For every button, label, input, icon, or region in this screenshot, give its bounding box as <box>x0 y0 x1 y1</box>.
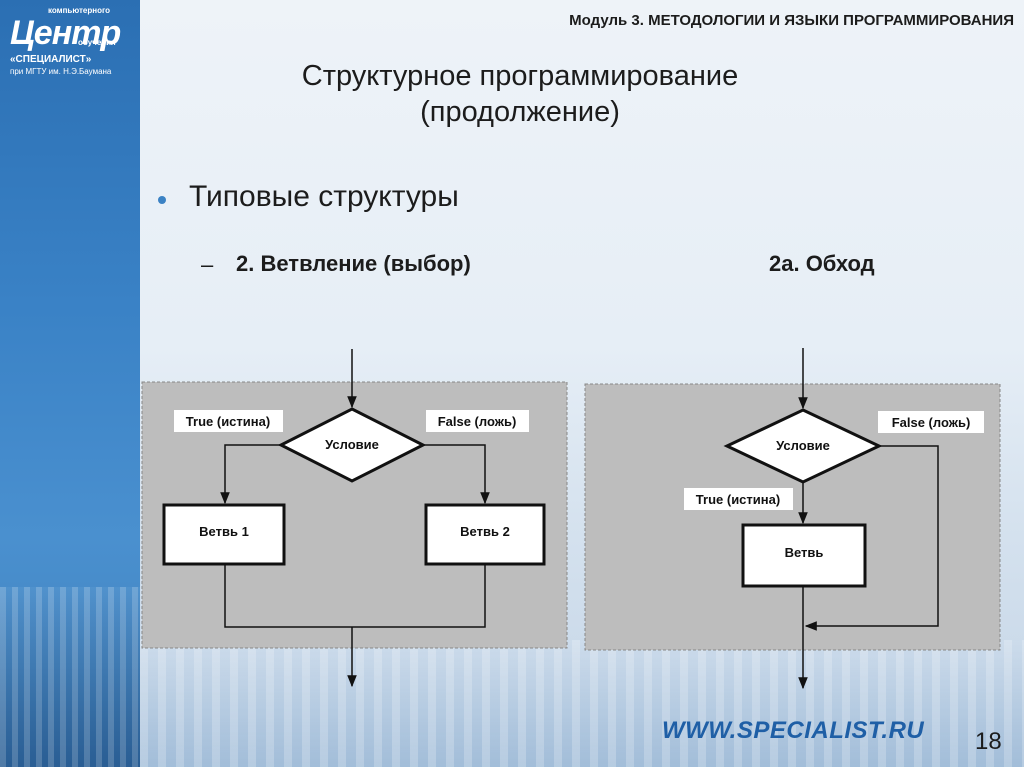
left-false-label: False (ложь) <box>438 414 517 429</box>
title-line-2: (продолжение) <box>420 96 620 128</box>
right-condition-label: Условие <box>776 438 830 453</box>
sub-bullet-dash: – <box>201 252 214 277</box>
right-false-label-box <box>878 411 984 433</box>
logo-small-mid: обучения <box>78 38 116 47</box>
right-false-label: False (ложь) <box>892 415 971 430</box>
left-true-label: True (истина) <box>186 414 270 429</box>
logo: компьютерного Центр обучения «СПЕЦИАЛИСТ… <box>8 6 134 78</box>
module-header: Модуль 3. МЕТОДОЛОГИИ И ЯЗЫКИ ПРОГРАММИР… <box>569 12 1014 29</box>
title-line-1: Структурное программирование <box>301 60 739 92</box>
logo-big-text: Центр <box>10 14 121 52</box>
slide-title: Структурное программирование (продолжени… <box>140 58 900 130</box>
website-url: WWW.SPECIALIST.RU <box>662 717 925 744</box>
left-condition-diamond <box>277 407 427 483</box>
branch-1-label: Ветвь 1 <box>199 524 249 539</box>
left-merge-line-1 <box>224 564 352 628</box>
building-image <box>0 587 140 767</box>
bullet-text: Типовые структуры <box>189 180 459 213</box>
left-sidebar-band <box>0 0 140 767</box>
bullet-dot-icon <box>158 196 166 204</box>
left-false-label-box <box>426 410 529 432</box>
logo-mgtu: при МГТУ им. Н.Э.Баумана <box>10 67 112 76</box>
subitem-branching: 2. Ветвление (выбор) <box>236 251 471 276</box>
left-true-arrow <box>220 444 281 505</box>
right-true-label: True (истина) <box>696 492 780 507</box>
left-false-arrow <box>423 444 490 505</box>
left-merge-line-2 <box>352 564 486 628</box>
right-bypass-arrow <box>804 445 939 631</box>
city-background-strip <box>140 640 1024 767</box>
branch-label: Ветвь <box>785 545 824 560</box>
left-condition-label: Условие <box>325 437 379 452</box>
branch-2-label: Ветвь 2 <box>460 524 510 539</box>
logo-small-top: компьютерного <box>48 6 111 15</box>
branch-box <box>741 523 867 588</box>
subitem-bypass: 2а. Обход <box>769 251 875 276</box>
left-true-label-box <box>174 410 283 432</box>
logo-specialist: «СПЕЦИАЛИСТ» <box>10 54 92 65</box>
right-true-label-box <box>684 488 793 510</box>
branch-1-box <box>162 503 286 566</box>
page-number: 18 <box>975 728 1002 755</box>
